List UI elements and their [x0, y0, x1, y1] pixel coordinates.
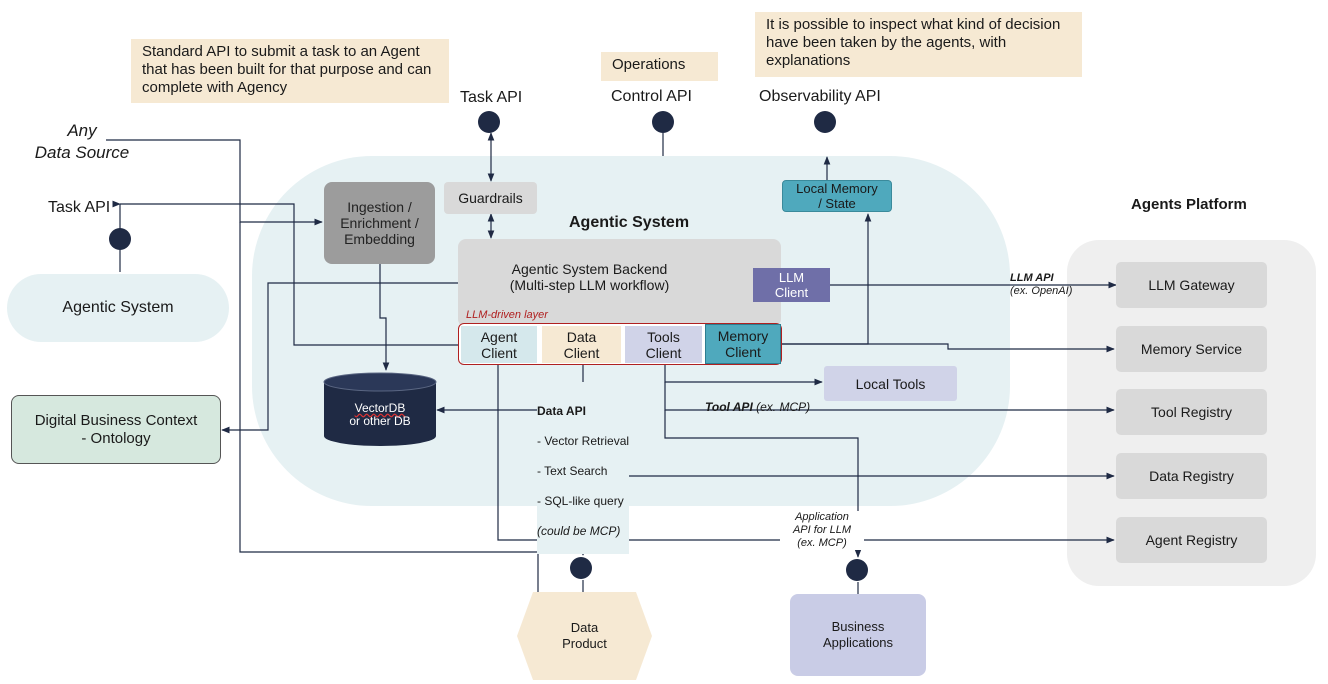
business-apps-endpoint [846, 559, 868, 581]
observability-api-label: Observability API [759, 88, 881, 105]
data-api-label: Data API - Vector Retrieval - Text Searc… [537, 389, 630, 554]
ingestion-box: Ingestion / Enrichment / Embedding [324, 182, 435, 264]
observability-note: It is possible to inspect what kind of d… [755, 12, 1082, 77]
tool-registry: Tool Registry [1116, 389, 1267, 435]
data-product-endpoint [570, 557, 592, 579]
vectordb-label: VectorDB or other DB [349, 401, 411, 428]
agent-client: Agent Client [461, 326, 537, 363]
agentic-system-title: Agentic System [569, 214, 690, 231]
guardrails-box: Guardrails [444, 182, 537, 214]
llm-gateway: LLM Gateway [1116, 262, 1267, 308]
task-api-label: Task API [460, 89, 523, 106]
tools-client: Tools Client [625, 326, 702, 363]
llm-api-label: LLM API (ex. OpenAI) [1010, 272, 1073, 297]
memory-client: Memory Client [705, 324, 781, 364]
data-client: Data Client [542, 326, 621, 363]
digital-business-context: Digital Business Context - Ontology [11, 395, 221, 464]
agents-platform-title: Agents Platform [1131, 196, 1247, 213]
tool-api-label: Tool API (ex. MCP) [705, 400, 811, 414]
application-api-label: Application API for LLM (ex. MCP) [780, 511, 864, 550]
task-api-note: Standard API to submit a task to an Agen… [131, 39, 449, 103]
business-applications: Business Applications [790, 594, 926, 676]
external-agentic-system: Agentic System [7, 274, 229, 342]
local-tools-box: Local Tools [824, 366, 957, 401]
backend-box: Agentic System Backend (Multi-step LLM w… [458, 239, 781, 327]
observability-api-endpoint [814, 111, 836, 133]
data-product-label: Data Product [562, 620, 607, 651]
agent-registry: Agent Registry [1116, 517, 1267, 563]
operations-note: Operations [601, 52, 718, 81]
left-task-api-endpoint [109, 228, 131, 250]
data-registry: Data Registry [1116, 453, 1267, 499]
llm-driven-layer-label: LLM-driven layer [466, 309, 548, 321]
local-memory-box: Local Memory / State [782, 180, 892, 212]
data-product-hexagon [517, 592, 652, 680]
left-task-api-label: Task API [48, 199, 111, 216]
llm-client: LLM Client [753, 268, 830, 302]
control-api-label: Control API [611, 88, 692, 105]
control-api-endpoint [652, 111, 674, 133]
memory-service: Memory Service [1116, 326, 1267, 372]
task-api-endpoint [478, 111, 500, 133]
vectordb-cylinder [323, 372, 437, 446]
any-data-source-label: Any Data Source [34, 121, 130, 162]
